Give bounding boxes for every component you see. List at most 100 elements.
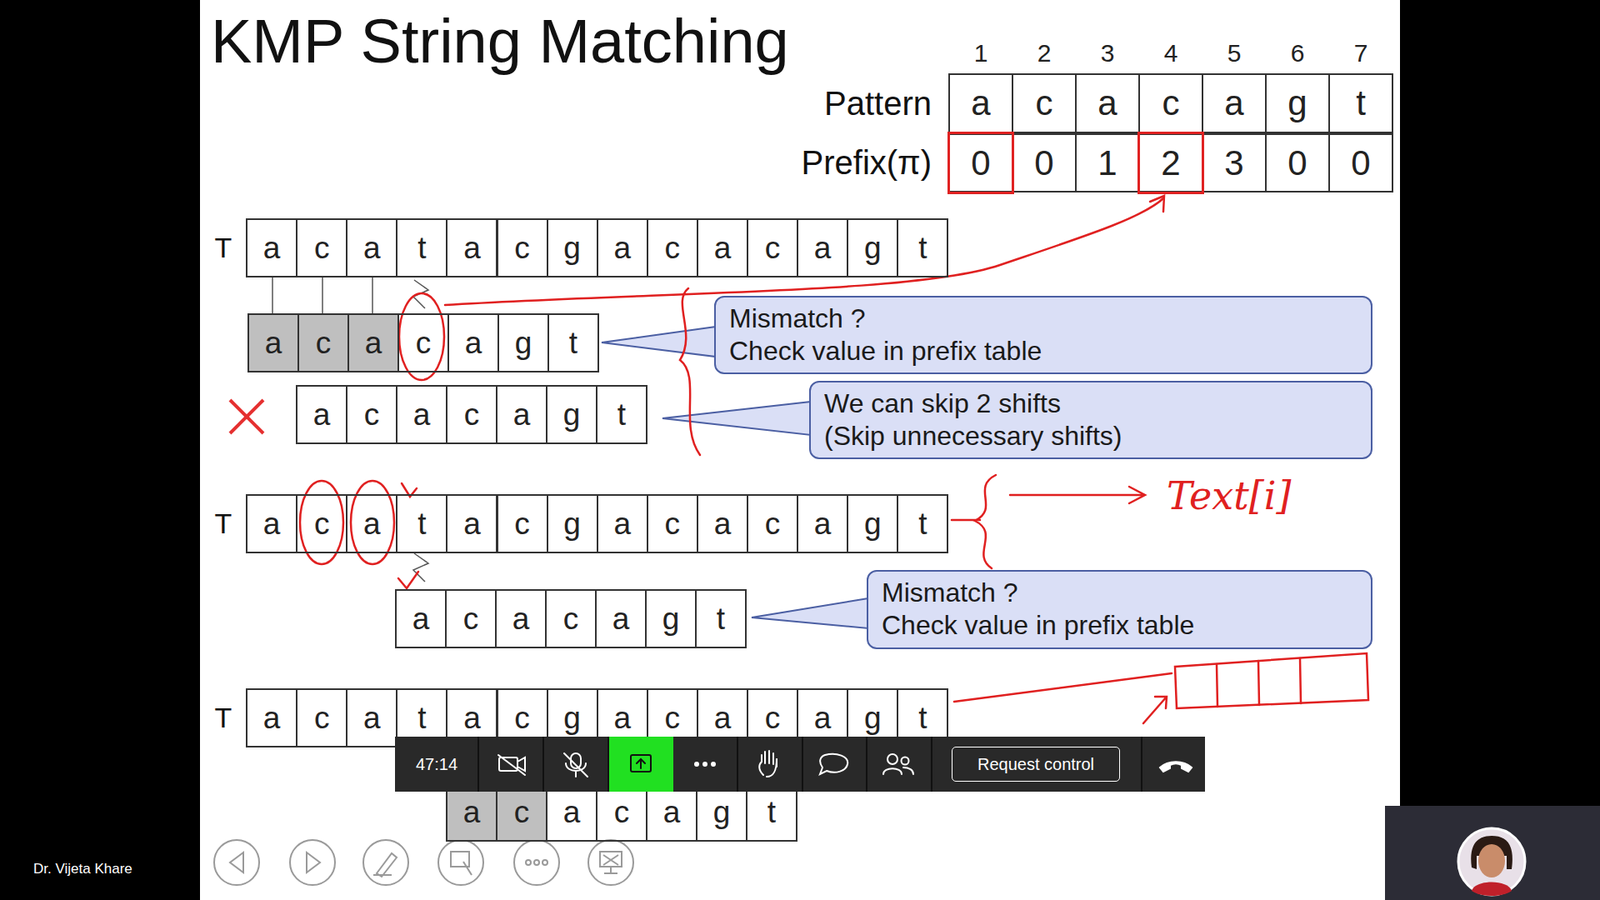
prefix-cell-text: 2 <box>1160 143 1180 184</box>
text-cell: c <box>646 494 699 554</box>
prefix-cell-text: 3 <box>1224 143 1244 184</box>
text-cell-text: a <box>463 506 481 542</box>
text-cell-text: g <box>864 506 882 542</box>
text-cell-text: g <box>864 230 882 266</box>
callout-tail <box>601 326 716 357</box>
text-cell-text: c <box>765 700 781 736</box>
text-cell-text: g <box>563 506 581 542</box>
text-cell: g <box>846 218 899 278</box>
pattern-cell: g <box>645 589 697 649</box>
pattern-cell: a <box>1075 73 1140 134</box>
pattern-cell-text: a <box>412 601 430 637</box>
pattern-cell: t <box>1328 73 1394 134</box>
prefix-cell: 0 <box>1265 133 1330 193</box>
index-number: 3 <box>1075 33 1140 74</box>
pattern-cell: a <box>247 313 300 373</box>
row-label-text: T <box>215 701 233 735</box>
index-number-text: 5 <box>1227 39 1242 68</box>
pattern-cell-text: a <box>463 795 481 830</box>
row-label: Pattern <box>733 73 932 134</box>
text-cell: a <box>796 494 849 554</box>
prefix-cell: 2 <box>1138 133 1204 193</box>
text-cell-text: t <box>918 230 927 266</box>
pattern-cell-text: a <box>970 83 990 124</box>
call-timer-text: 47:14 <box>415 755 458 775</box>
pattern-cell-text: t <box>1355 83 1366 124</box>
pattern-cell-text: c <box>1162 83 1180 124</box>
pattern-cell-text: a <box>365 325 383 361</box>
pattern-cell: c <box>1011 73 1077 134</box>
pattern-cell: t <box>547 313 600 373</box>
callout-tail <box>751 598 869 629</box>
prefix-cell-text: 0 <box>970 143 990 184</box>
callout-box-text: Check value in prefix table <box>729 335 1358 368</box>
text-cell-text: c <box>314 230 330 266</box>
pattern-cell: t <box>695 589 747 649</box>
text-cell-text: g <box>563 230 581 266</box>
pattern-cell: g <box>497 313 550 373</box>
pattern-cell: c <box>397 313 450 373</box>
text-cell-text: a <box>613 700 631 736</box>
pattern-cell: c <box>545 589 597 649</box>
index-number: 5 <box>1201 33 1267 74</box>
pattern-cell: a <box>295 385 348 445</box>
text-cell-text: a <box>714 506 732 542</box>
text-cell: c <box>646 218 699 278</box>
text-cell: g <box>546 494 599 554</box>
text-cell-text: c <box>665 700 681 736</box>
text-cell: c <box>295 688 348 748</box>
text-cell-text: a <box>814 506 832 542</box>
pattern-cell-text: a <box>465 325 483 361</box>
text-cell-text: t <box>918 506 927 542</box>
text-cell-text: a <box>613 506 631 542</box>
text-cell: c <box>496 494 549 554</box>
text-cell-text: c <box>514 230 530 266</box>
text-cell-text: c <box>314 700 330 736</box>
request-control-button-text: Request control <box>977 755 1095 775</box>
pattern-cell-text: g <box>1287 83 1307 124</box>
text-cell: a <box>796 218 849 278</box>
presenter-name: Dr. Vijeta Khare <box>33 856 192 882</box>
pattern-cell-text: a <box>563 795 581 830</box>
text-cell: a <box>445 218 498 278</box>
text-cell-text: c <box>514 700 530 736</box>
text-cell-text: a <box>263 506 281 542</box>
pattern-cell-text: g <box>662 601 680 637</box>
index-number-text: 6 <box>1290 39 1305 68</box>
pattern-cell-text: c <box>1035 83 1054 124</box>
text-cell-text: c <box>665 230 681 266</box>
row-label: T <box>210 494 237 554</box>
pattern-cell: a <box>1201 73 1267 134</box>
index-number-text: 7 <box>1354 39 1369 68</box>
text-cell-text: c <box>765 230 781 266</box>
index-number-text: 1 <box>974 39 989 68</box>
row-label-text: T <box>215 507 233 540</box>
handwritten-note: Text[i] <box>1166 466 1367 525</box>
request-control-button: Request control <box>951 746 1120 782</box>
text-cell-text: c <box>314 506 330 542</box>
index-number: 7 <box>1328 33 1394 74</box>
pattern-cell: c <box>445 589 497 649</box>
text-cell: t <box>896 494 949 554</box>
text-cell: a <box>345 494 398 554</box>
pattern-cell: g <box>1265 73 1330 134</box>
red-cross <box>230 400 264 434</box>
pattern-cell-text: a <box>512 601 530 637</box>
text-cell-text: a <box>263 700 281 736</box>
text-cell: a <box>245 494 298 554</box>
text-cell: a <box>245 218 298 278</box>
pattern-cell-text: a <box>612 601 630 637</box>
pattern-cell-text: a <box>1224 83 1244 124</box>
pattern-cell-text: a <box>663 795 681 830</box>
highlight-box <box>1137 131 1205 195</box>
pattern-cell: a <box>347 313 400 373</box>
text-cell: a <box>345 688 398 748</box>
pattern-cell-text: a <box>265 325 283 361</box>
index-number: 4 <box>1138 33 1204 74</box>
prefix-cell-text: 1 <box>1097 143 1117 184</box>
prefix-cell: 1 <box>1075 133 1140 193</box>
text-cell: a <box>596 218 649 278</box>
prefix-cell-text: 0 <box>1034 143 1054 184</box>
slide-title: KMP String Matching <box>210 3 790 79</box>
text-cell-text: a <box>714 700 732 736</box>
